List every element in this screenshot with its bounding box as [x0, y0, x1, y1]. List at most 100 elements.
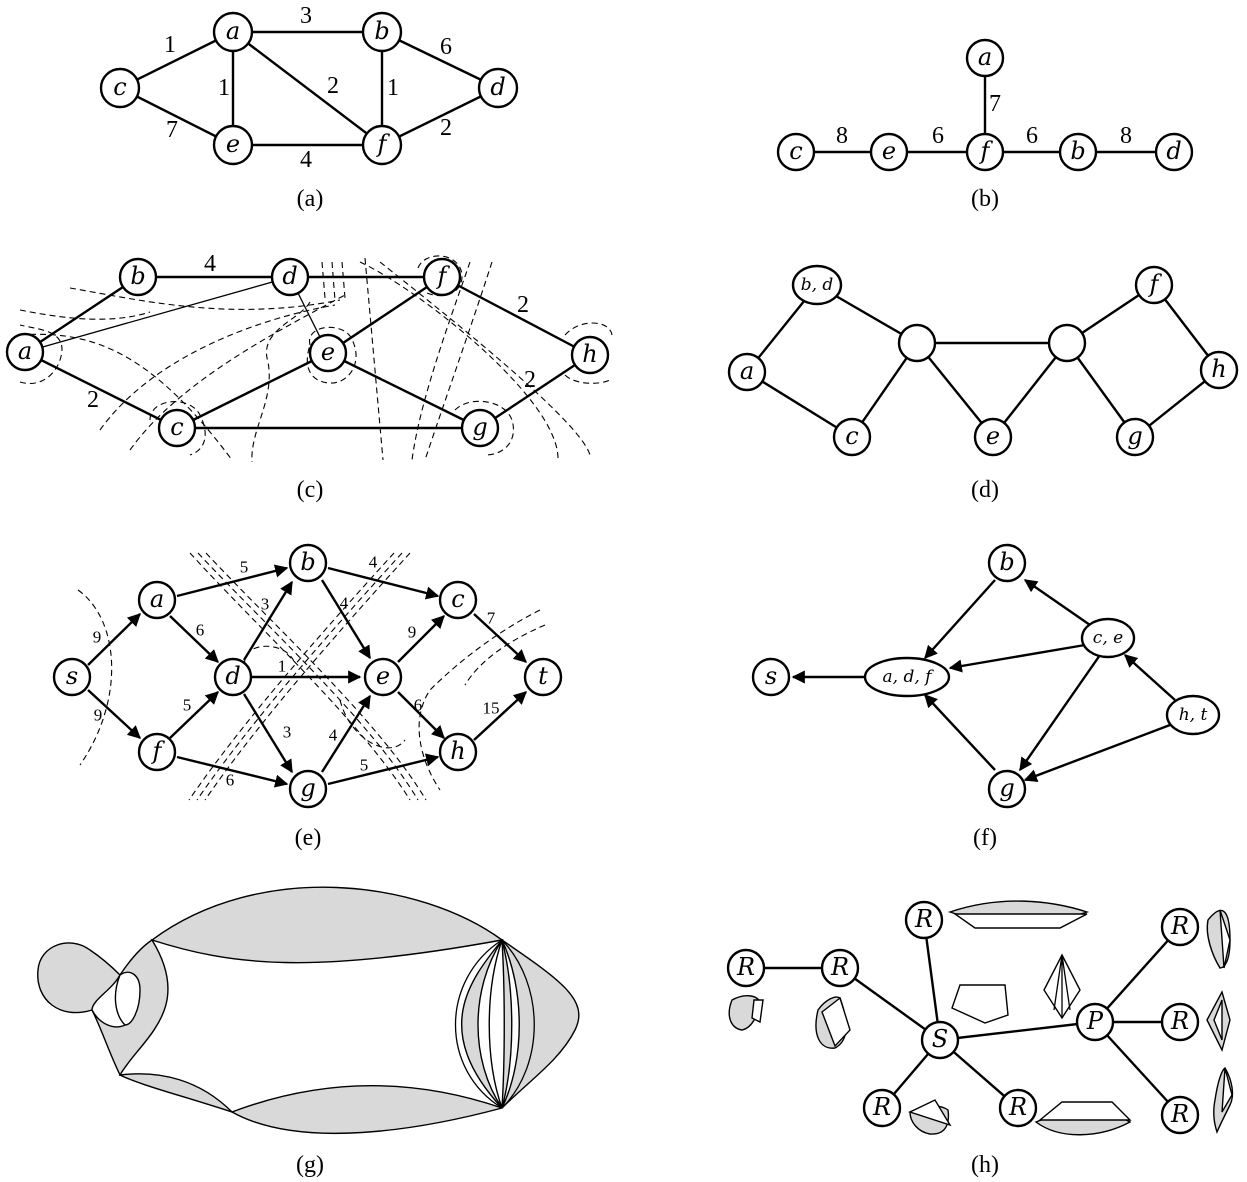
edge-g-adf [924, 694, 996, 771]
node-label: e [226, 130, 240, 158]
edge-label: 15 [483, 699, 500, 718]
edge-b-adf [924, 579, 996, 659]
edge-label: 5 [183, 696, 192, 715]
edge-ce-adf [948, 643, 1086, 673]
edge-f-h [441, 275, 591, 357]
cut-curve [149, 401, 206, 456]
edge-ce-g [1019, 654, 1101, 772]
cut-curve [99, 304, 336, 431]
cut-curve [19, 333, 233, 461]
node-label: R [1170, 912, 1189, 940]
node-g [460, 408, 500, 448]
node-label: a, d, f [883, 667, 935, 687]
node-h [570, 335, 610, 375]
panel-g: (g) [37, 886, 580, 1178]
edge-ce-b [1023, 579, 1091, 626]
edge-label: 4 [369, 553, 378, 572]
node-f [1134, 265, 1174, 305]
edge-label: 6 [196, 621, 205, 640]
caption-a: (a) [297, 186, 324, 212]
node-c [438, 580, 478, 620]
node-h [438, 732, 478, 772]
piece-line [1053, 954, 1071, 1018]
node-R [904, 900, 944, 940]
cut-curve [379, 261, 591, 456]
node-g [288, 769, 328, 809]
node-label: c [845, 422, 858, 450]
node-e [869, 132, 909, 172]
edge-label: 7 [989, 91, 1001, 117]
cut-curve [418, 609, 541, 791]
edge-label: 1 [387, 75, 399, 101]
node-label: c, e [1093, 628, 1123, 648]
panel-c: 4 2 2 2 a b c d e f g h (c) [5, 251, 613, 503]
edge-f-d [169, 691, 219, 739]
node-label: g [999, 774, 1014, 802]
edge-label: 2 [87, 387, 99, 413]
lens-edge [454, 939, 503, 1109]
edge [939, 1020, 1096, 1042]
node-a [5, 332, 45, 372]
edge-label: 8 [836, 123, 848, 149]
edge-label: 6 [226, 771, 235, 790]
node-f [422, 257, 462, 297]
edge [1094, 1021, 1181, 1116]
cut-curve [564, 374, 611, 384]
edge-label: 3 [261, 595, 270, 614]
node-label: b [374, 17, 389, 45]
edge [746, 370, 853, 439]
edge-c-e [119, 86, 234, 147]
edge-a-c [24, 350, 178, 430]
cut-curve [251, 301, 311, 463]
edge-f-e [327, 276, 443, 354]
edge-label: 4 [329, 726, 338, 745]
node-label: h [1211, 355, 1226, 383]
node-label: R [830, 953, 849, 981]
edge-label: 5 [240, 558, 249, 577]
cut-curve [364, 257, 384, 461]
node-label: g [472, 413, 487, 441]
node-label: h [582, 340, 597, 368]
edge-label: 3 [283, 723, 292, 742]
node-label: d [1166, 137, 1181, 165]
node-c [157, 408, 197, 448]
caption-f: (f) [973, 825, 997, 851]
node-label: d [225, 662, 240, 690]
node-bd [791, 264, 843, 306]
edge-a-d [169, 615, 219, 663]
caption-e: (e) [295, 825, 322, 851]
node-R [820, 948, 860, 988]
edge [916, 342, 994, 438]
piece [751, 999, 764, 1024]
edge-label: 4 [204, 251, 216, 277]
node-P [1075, 1002, 1115, 1042]
node-label: d [490, 73, 505, 101]
node-label: e [321, 338, 335, 366]
node-b [288, 543, 328, 583]
node-label: a [150, 585, 164, 613]
piece [951, 984, 1009, 1024]
caption-c: (c) [297, 477, 324, 503]
node-t [523, 657, 563, 697]
edge-label: 2 [440, 115, 452, 141]
node-label: c [170, 413, 183, 441]
node-label: R [736, 953, 755, 981]
node-label: g [1127, 422, 1142, 450]
cut-curve [77, 589, 113, 766]
edge-label: 1 [278, 657, 287, 676]
node-c [776, 132, 816, 172]
piece [821, 996, 851, 1048]
node-label: s [66, 662, 78, 690]
node-label: P [1086, 1007, 1104, 1035]
node-g [1115, 417, 1155, 457]
edge [1094, 926, 1181, 1023]
node-s [52, 657, 92, 697]
edge-b-e [320, 579, 372, 660]
node-c [99, 67, 141, 109]
edge-b-c [327, 566, 440, 600]
panel-b: 7 8 6 6 8 a c e f b d (b) [776, 38, 1194, 212]
edge-label: 3 [300, 3, 312, 29]
edge-f-g [176, 755, 289, 788]
cut-curve [411, 261, 471, 461]
